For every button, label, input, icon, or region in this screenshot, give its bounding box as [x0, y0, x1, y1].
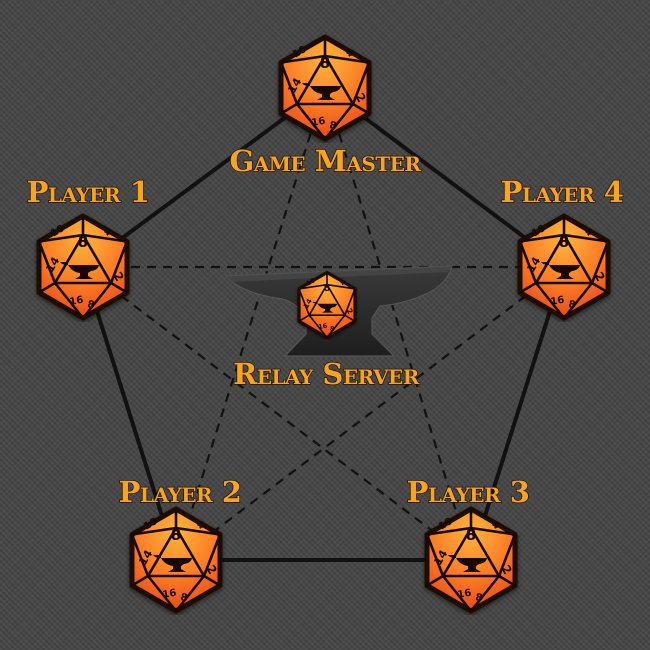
dashed-edge-p4-p2: [175, 266, 565, 561]
d20-anvil-icon: [520, 216, 608, 318]
solid-edge-p1-p2: [81, 266, 178, 561]
player-1-die-number: 8: [78, 233, 88, 251]
dashed-edge-gm-p3: [323, 87, 473, 561]
d20-anvil-icon: [281, 37, 369, 139]
dashed-edge-gm-p2: [174, 87, 327, 561]
relay-server-label: Relay Server: [233, 357, 420, 391]
node-player-2: 8 Player 2: [118, 474, 243, 611]
node-game-master: 8 Game Master: [229, 37, 423, 179]
player-1-label: Player 1: [27, 175, 150, 209]
player-4-die-number: 8: [559, 233, 569, 251]
peer-connections-dashed: [82, 87, 565, 561]
player-2-die-number: 8: [171, 526, 181, 544]
game-master-label: Game Master: [229, 144, 421, 178]
dashed-edge-p1-p3: [82, 266, 472, 561]
player-3-label: Player 3: [407, 475, 530, 509]
game-master-die-number: 8: [320, 54, 330, 72]
relay-server: 8 Relay Server: [224, 265, 453, 392]
node-player-1: 8 Player 1: [26, 174, 151, 318]
node-player-3: 8 Player 3: [406, 474, 531, 611]
player-4-label: Player 4: [501, 175, 624, 209]
d20-anvil-icon: [427, 509, 515, 611]
player-3-die-number: 8: [466, 526, 476, 544]
d20-anvil-icon: [132, 509, 220, 611]
solid-edge-p4-p3: [469, 266, 566, 561]
relay-die-number: 8: [324, 283, 331, 294]
d20-anvil-icon: [39, 216, 127, 318]
node-player-4: 8 Player 4: [500, 174, 625, 318]
player-2-label: Player 2: [119, 475, 242, 509]
